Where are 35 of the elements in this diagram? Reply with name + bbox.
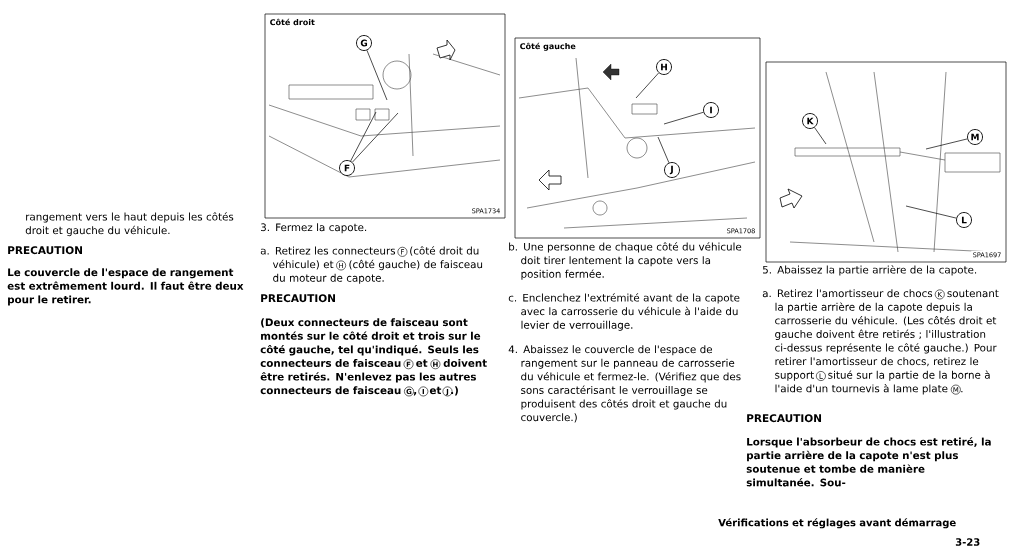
panel-heading: Côté gauche bbox=[518, 41, 578, 53]
leader-line bbox=[814, 127, 827, 145]
leader-line bbox=[366, 50, 388, 101]
leader-line bbox=[350, 111, 377, 162]
callout-letter: L bbox=[956, 212, 972, 228]
caution-text: Lorsque l'absorbeur de chocs est retiré, la partie arrière de la capote n'est plus soutenue et tombe de manière simultanée. Sou- bbox=[746, 437, 991, 487]
callout-letter: I bbox=[703, 102, 719, 118]
callout-letter: J bbox=[664, 162, 680, 178]
body-text: rangement vers le haut depuis les côtés droit et gauche du véhicule. bbox=[25, 212, 234, 237]
leader-line bbox=[663, 111, 704, 125]
callout-letter: G bbox=[356, 35, 372, 51]
step-text: 4. Abaissez le couvercle de l'espace de rangement sur le panneau de carrosserie du véhicule et fermez-le. (Vérifiez que des sons caractérisant le verrouillage se produisent des côtés droit et gauche du couvercle.) bbox=[508, 345, 741, 423]
footer-text: 3-23 bbox=[955, 538, 980, 546]
step-text: a. Retirez l'amortisseur de chocs K soutenant la partie arrière de la capote depuis la carrosserie du véhicule. (Les côtés droit et gauche doivent être retirés ; l'illustration ci-dessus représente le côté gauche.) Pour retirer l'amortisseur de chocs, retirez le support L situé sur la partie de la borne à l'aide d'un tournevis à lame plate M. bbox=[762, 289, 999, 395]
callout-letter: M bbox=[967, 129, 983, 145]
step-text: 5. Abaissez la partie arrière de la capote. bbox=[763, 265, 977, 276]
step-text: c. Enclenchez l'extrémité avant de la capote avec la carrosserie du véhicule à l'aide du levier de verrouillage. bbox=[508, 293, 740, 331]
caution-heading: PRECAUTION bbox=[261, 294, 335, 303]
leader-line bbox=[925, 138, 968, 150]
caution-heading: PRECAUTION bbox=[8, 246, 82, 255]
leader-line bbox=[657, 136, 670, 164]
footer-text: Vérifications et réglages avant démarrage bbox=[718, 518, 956, 529]
panel-heading: Côté droit bbox=[268, 17, 317, 27]
leader-line bbox=[635, 72, 660, 99]
step-text: a. Retirez les connecteurs F (côté droit du véhicule) et H (côté gauche) de faisceau du moteur de capote. bbox=[260, 246, 483, 284]
caution-heading: PRECAUTION bbox=[747, 414, 821, 423]
step-text: 3. Fermez la capote. bbox=[261, 223, 367, 234]
caution-text: (Deux connecteurs de faisceau sont montés sur le côté droit et trois sur le côté gauche, tel qu'indiqué. Seuls les connecteurs de faisceau F et H doivent être retirés. N'enlevez pas les autres connecteurs de faisceau G, I et J.) bbox=[260, 318, 487, 397]
caution-text: Le couvercle de l'espace de rangement est extrêmement lourd. Il faut être deux pour le retirer. bbox=[7, 268, 244, 306]
callout-letter: F bbox=[339, 160, 355, 176]
step-text: b. Une personne de chaque côté du véhicule doit tirer lentement la capote vers la position fermée. bbox=[509, 242, 742, 280]
leader-line bbox=[905, 205, 957, 219]
callout-letter: K bbox=[802, 113, 818, 129]
leader-line bbox=[352, 112, 399, 163]
callout-letter: H bbox=[656, 59, 672, 75]
